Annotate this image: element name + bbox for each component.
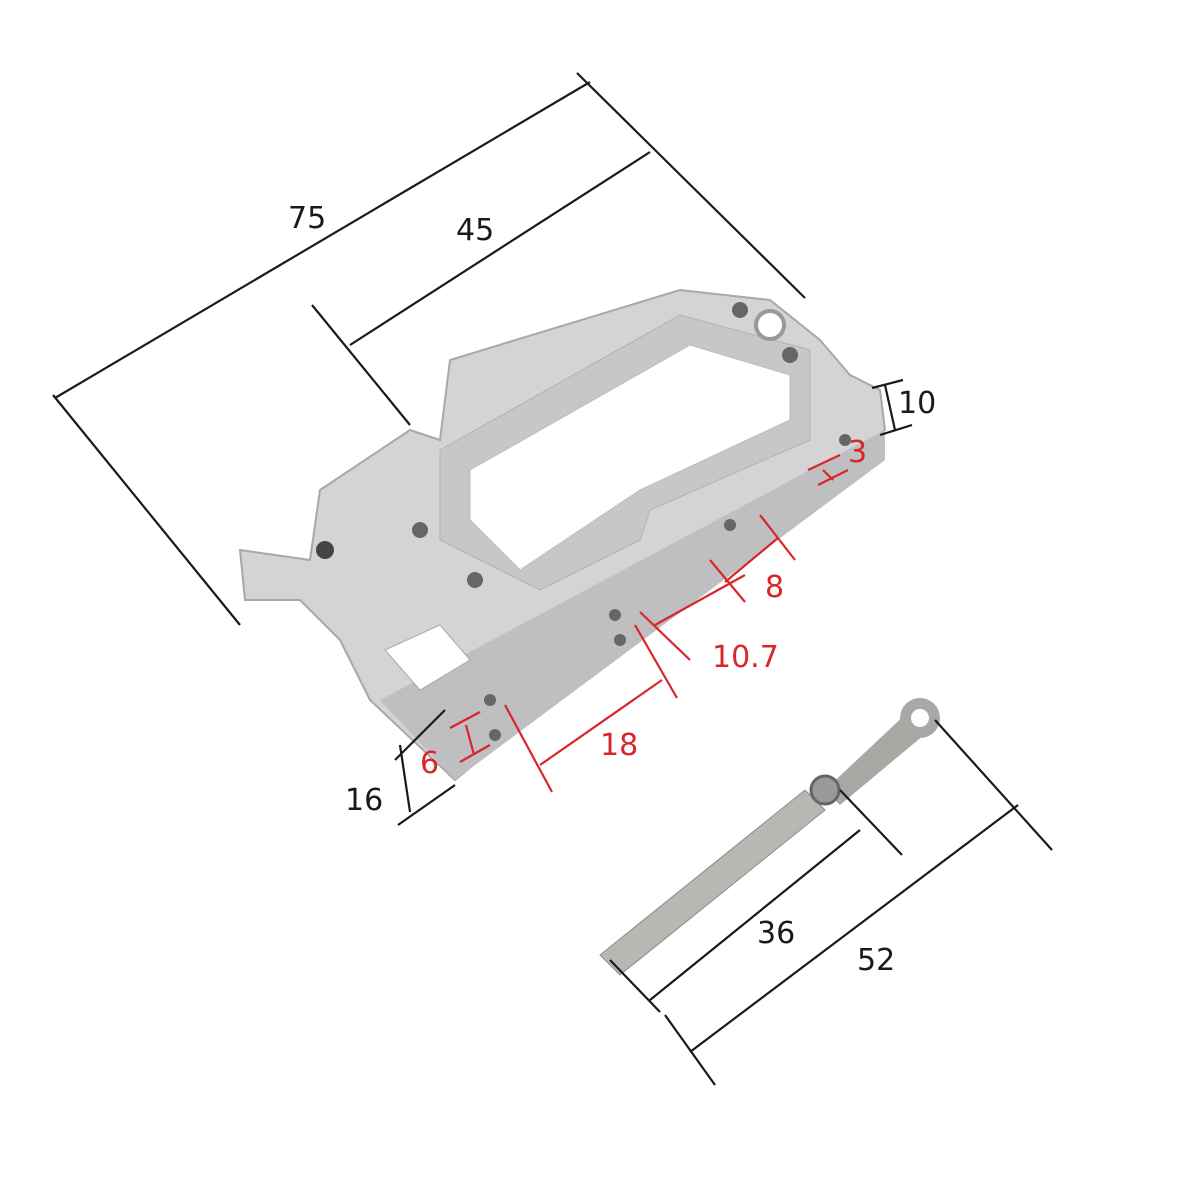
dim-label-10: 10 (898, 386, 936, 421)
dim-label-3: 3 (848, 435, 867, 470)
dim-label-75: 75 (288, 201, 326, 236)
red-dimension-lines (449, 454, 849, 793)
dim-label-8: 8 (765, 570, 784, 605)
dimension-lines (52, 72, 1053, 1086)
dim-label-6: 6 (420, 746, 439, 781)
dim-label-16: 16 (345, 783, 383, 818)
dim-label-10-7: 10.7 (712, 640, 779, 675)
dim-label-45: 45 (456, 213, 494, 248)
dim-label-52: 52 (857, 943, 895, 978)
aluminum-bracket (238, 288, 887, 782)
dim-label-36: 36 (757, 916, 795, 951)
steel-rod (599, 698, 940, 976)
dim-label-18: 18 (600, 728, 638, 763)
